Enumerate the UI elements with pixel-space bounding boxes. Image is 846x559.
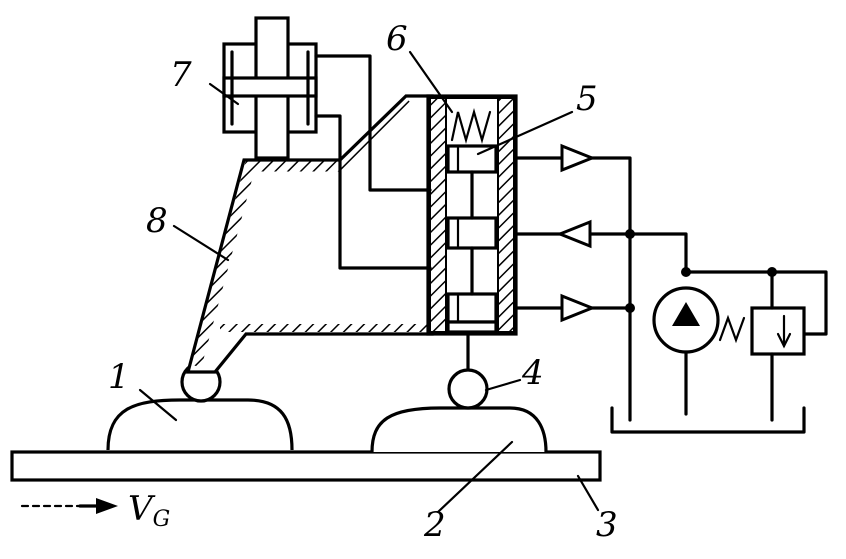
- line-port-top: [514, 156, 632, 422]
- line-cyl-top: [314, 54, 432, 192]
- line-cyl-bottom: [314, 114, 432, 270]
- label-8: 8: [146, 201, 168, 241]
- throttle-mid: [555, 219, 592, 249]
- throttle-bottom: [560, 293, 597, 323]
- label-1: 1: [108, 357, 130, 397]
- label-4: 4: [521, 353, 544, 393]
- tank: [610, 406, 806, 434]
- spool-land-2: [446, 216, 498, 250]
- part-1-workpiece: [106, 398, 294, 451]
- label-2: 2: [423, 505, 446, 545]
- motor-symbol: [718, 314, 746, 344]
- part-2-template: [370, 406, 548, 453]
- label-6: 6: [386, 19, 408, 59]
- part-6-spring: [450, 107, 492, 145]
- velocity-symbol: V: [128, 489, 156, 529]
- cylinder-piston: [222, 76, 318, 98]
- relief-valve: [750, 306, 806, 356]
- base-plate: [10, 450, 602, 482]
- valve-wall-right: [497, 97, 515, 333]
- velocity-subscript: G: [153, 507, 171, 532]
- label-3: 3: [596, 505, 618, 545]
- arrow-head-icon: [96, 498, 118, 514]
- spool-land-3: [446, 292, 498, 324]
- valve-wall-left: [429, 97, 447, 333]
- throttle-top: [560, 143, 597, 173]
- label-5: 5: [576, 79, 598, 119]
- pump-triangle-icon: [672, 302, 700, 326]
- frame-hatching: [190, 97, 414, 368]
- stylus-4-roller: [447, 368, 489, 410]
- label-7: 7: [170, 55, 192, 95]
- velocity-label: VG: [128, 489, 170, 532]
- line-port-mid: [514, 232, 688, 272]
